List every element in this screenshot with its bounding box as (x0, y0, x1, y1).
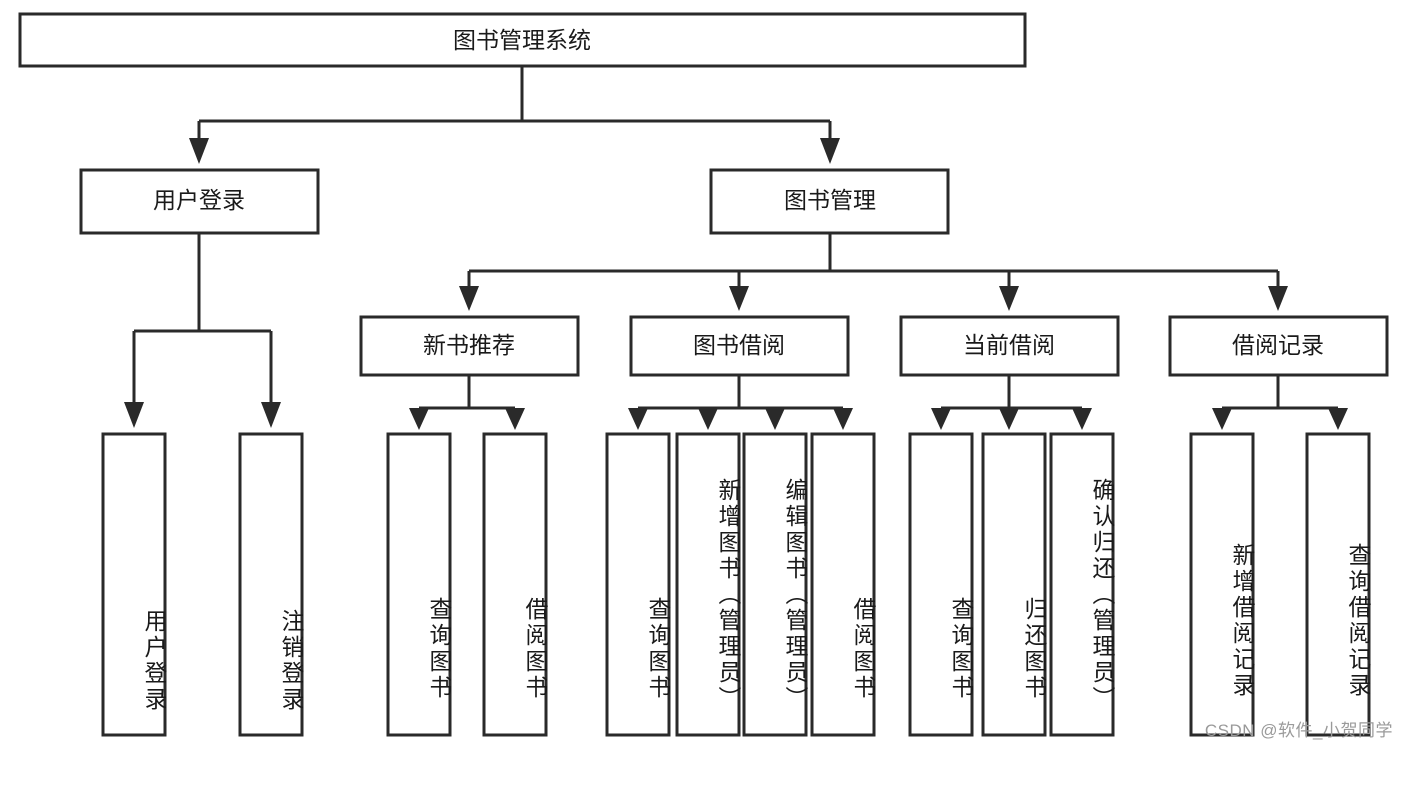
flowchart-svg: 图书管理系统 用户登录 图书管理 新书推荐 图书借阅 当前借阅 借阅记录 (18, 12, 1389, 737)
node-leaf-confirm-return-admin-box[interactable] (1049, 432, 1115, 737)
node-book-borrow-box[interactable] (629, 315, 850, 377)
node-leaf-logout-box[interactable] (238, 432, 304, 737)
node-leaf-borrow-book-recommend-box[interactable] (482, 432, 548, 737)
node-leaf-edit-book-admin-box[interactable] (742, 432, 808, 737)
node-leaf-query-book-current-box[interactable] (908, 432, 974, 737)
arrow-head-leaf-borrow-book (833, 408, 853, 430)
arrow-head-leaf-confirm-return-admin (1072, 408, 1092, 430)
connector-group-root (189, 66, 840, 164)
arrow-head-borrow-records (1268, 286, 1288, 311)
connector-group-current-borrow (931, 375, 1092, 430)
node-book-management-box[interactable] (709, 168, 950, 235)
arrow-head-new-book-recommend (459, 286, 479, 311)
arrow-head-leaf-query-book-current (931, 408, 951, 430)
arrow-head-leaf-query-borrow-record (1328, 408, 1348, 430)
node-new-book-recommend-label: 新书推荐 (423, 332, 515, 358)
arrow-head-user-login (189, 138, 209, 164)
node-user-login[interactable]: 用户登录 (79, 168, 320, 235)
node-leaf-query-book-recommend-box[interactable] (386, 432, 452, 737)
arrow-head-leaf-return-book (999, 408, 1019, 430)
node-leaf-query-book-borrow-box[interactable] (605, 432, 671, 737)
node-root[interactable]: 图书管理系统 (18, 12, 1027, 68)
node-leaf-add-book-admin-box[interactable] (675, 432, 741, 737)
node-current-borrow-label: 当前借阅 (963, 332, 1055, 358)
arrow-head-leaf-logout (261, 402, 281, 428)
connector-group-book-management (459, 233, 1288, 311)
node-current-borrow-box[interactable] (899, 315, 1120, 377)
arrow-head-current-borrow (999, 286, 1019, 311)
node-root-label: 图书管理系统 (453, 27, 591, 53)
node-borrow-records-box[interactable] (1168, 315, 1389, 377)
node-leaf-return-book-box[interactable] (981, 432, 1047, 737)
node-new-book-recommend-box[interactable] (359, 315, 580, 377)
leaf-boxes (101, 432, 1371, 737)
connector-group-new-book-recommend (409, 375, 525, 430)
flowchart-canvas: 图书管理系统 用户登录 图书管理 新书推荐 图书借阅 当前借阅 借阅记录 (18, 12, 1393, 740)
arrow-head-leaf-user-login (124, 402, 144, 428)
node-root-box[interactable] (18, 12, 1027, 68)
arrow-head-book-management (820, 138, 840, 164)
connector-group-book-borrow (628, 375, 853, 430)
connector-group-borrow-records (1212, 375, 1348, 430)
node-book-borrow-label: 图书借阅 (693, 332, 785, 358)
arrow-head-leaf-edit-book-admin (765, 408, 785, 430)
node-borrow-records-label: 借阅记录 (1232, 332, 1324, 358)
arrow-head-leaf-add-book-admin (698, 408, 718, 430)
arrow-head-leaf-query-book-borrow (628, 408, 648, 430)
node-new-book-recommend[interactable]: 新书推荐 (359, 315, 580, 377)
arrow-head-leaf-add-borrow-record (1212, 408, 1232, 430)
node-book-borrow[interactable]: 图书借阅 (629, 315, 850, 377)
connector-group-user-login (124, 233, 281, 428)
arrow-head-book-borrow (729, 286, 749, 311)
node-book-management[interactable]: 图书管理 (709, 168, 950, 235)
node-leaf-query-borrow-record-box[interactable] (1305, 432, 1371, 737)
node-current-borrow[interactable]: 当前借阅 (899, 315, 1120, 377)
node-leaf-add-borrow-record-box[interactable] (1189, 432, 1255, 737)
node-book-management-label: 图书管理 (784, 187, 876, 213)
node-user-login-label: 用户登录 (153, 187, 245, 213)
node-leaf-borrow-book-box[interactable] (810, 432, 876, 737)
csdn-watermark: CSDN @软件_小贺同学 (1204, 721, 1393, 740)
node-leaf-user-login-box[interactable] (101, 432, 167, 737)
arrow-head-leaf-query-book-recommend (409, 408, 429, 430)
arrow-head-leaf-borrow-book-recommend (505, 408, 525, 430)
node-user-login-box[interactable] (79, 168, 320, 235)
node-borrow-records[interactable]: 借阅记录 (1168, 315, 1389, 377)
